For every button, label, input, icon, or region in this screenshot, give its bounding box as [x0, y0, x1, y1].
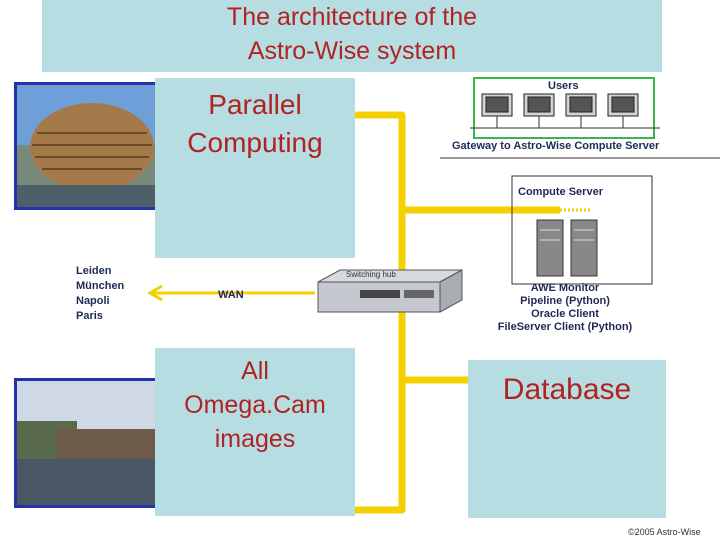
title-line-1: The architecture of the	[226, 3, 478, 31]
awe-line-2: Pipeline (Python)	[520, 295, 610, 307]
awe-line-3: Oracle Client	[531, 308, 599, 320]
city-leiden: Leiden	[76, 265, 112, 277]
database-label: Database	[502, 373, 632, 406]
wan-label: WAN	[218, 289, 244, 301]
omega-line-1: All	[241, 357, 269, 385]
switching-hub-label: Switching hub	[346, 270, 396, 279]
gateway-label: Gateway to Astro-Wise Compute Server	[452, 140, 660, 152]
server-icons	[536, 219, 598, 277]
parallel-line-2: Computing	[187, 127, 323, 158]
parallel-line-1: Parallel	[208, 89, 302, 120]
users-label: Users	[548, 80, 579, 92]
wan-arrow	[147, 284, 315, 302]
awe-line-1: AWE Monitor	[530, 282, 600, 294]
building-photo-top	[14, 82, 166, 210]
parallel-computing-box: Parallel Computing	[155, 78, 355, 258]
title-banner: The architecture of the Astro-Wise syste…	[42, 0, 662, 72]
city-napoli: Napoli	[76, 295, 110, 307]
title-line-2: Astro-Wise system	[247, 37, 457, 65]
omega-line-2: Omega.Cam	[184, 391, 326, 419]
awe-description: AWE Monitor Pipeline (Python) Oracle Cli…	[490, 282, 640, 334]
awe-line-4: FileServer Client (Python)	[497, 321, 633, 333]
users-group-box	[473, 77, 655, 139]
compute-server-label: Compute Server	[518, 186, 603, 198]
building-photo-bottom	[14, 378, 166, 508]
switching-hub-icon	[317, 269, 463, 313]
database-box: Database	[468, 360, 666, 518]
omega-line-3: images	[214, 425, 296, 453]
omega-cam-images-box: All Omega.Cam images	[155, 348, 355, 516]
user-terminals	[481, 93, 639, 117]
city-munchen: München	[76, 280, 125, 292]
city-paris: Paris	[76, 310, 103, 322]
copyright-footer: ©2005 Astro-Wise	[628, 527, 701, 537]
city-list: Leiden München Napoli Paris	[76, 264, 124, 324]
